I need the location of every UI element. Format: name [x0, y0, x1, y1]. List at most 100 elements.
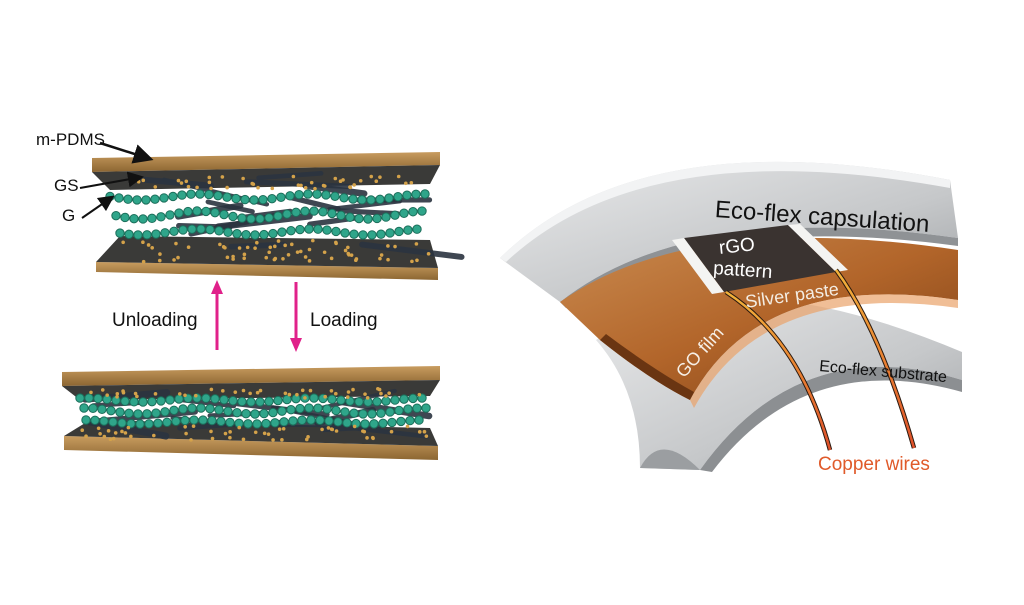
- particle: [365, 436, 369, 440]
- particle: [353, 425, 357, 429]
- graphene-bead: [340, 194, 348, 202]
- graphene-bead: [325, 417, 333, 425]
- particle: [361, 429, 365, 433]
- particle: [387, 391, 391, 395]
- particle: [310, 181, 314, 185]
- graphene-bead: [112, 211, 120, 219]
- particle: [404, 181, 408, 185]
- particle: [380, 253, 384, 257]
- particle: [281, 257, 285, 261]
- particle: [425, 434, 429, 438]
- unloading-arrow: [211, 280, 223, 350]
- graphene-bead: [253, 420, 261, 428]
- particle: [284, 391, 288, 395]
- particle: [209, 187, 213, 191]
- particle: [386, 244, 390, 248]
- graphene-bead: [211, 395, 219, 403]
- particle: [209, 430, 213, 434]
- graphene-bead: [115, 194, 123, 202]
- particle: [225, 186, 229, 190]
- graphene-bead: [193, 207, 201, 215]
- graphene-bead: [403, 191, 411, 199]
- gs-label: GS: [54, 176, 79, 196]
- graphene-bead: [332, 406, 340, 414]
- particle: [308, 259, 312, 263]
- graphene-bead: [391, 396, 399, 404]
- particle: [228, 436, 232, 440]
- graphene-bead: [400, 209, 408, 217]
- particle: [221, 389, 225, 393]
- particle: [109, 437, 113, 441]
- particle: [256, 186, 260, 190]
- graphene-bead: [163, 418, 171, 426]
- graphene-bead: [262, 419, 270, 427]
- graphene-bead: [400, 395, 408, 403]
- graphene-bead: [133, 196, 141, 204]
- graphene-bead: [298, 416, 306, 424]
- particle: [231, 257, 235, 261]
- particle: [270, 187, 274, 191]
- graphene-bead: [379, 419, 387, 427]
- particle: [334, 392, 338, 396]
- graphene-bead: [337, 211, 345, 219]
- graphene-bead: [355, 214, 363, 222]
- particle: [210, 388, 214, 392]
- graphene-bead: [202, 394, 210, 402]
- graphene-bead: [268, 194, 276, 202]
- particle: [393, 245, 397, 249]
- graphene-bead: [292, 208, 300, 216]
- particle: [254, 431, 258, 435]
- graphene-bead: [395, 227, 403, 235]
- graphene-bead: [130, 398, 138, 406]
- particle: [255, 241, 259, 245]
- graphene-bead: [334, 418, 342, 426]
- particle: [352, 183, 356, 187]
- graphene-bead: [346, 213, 354, 221]
- particle: [153, 185, 157, 189]
- graphene-bead: [220, 210, 228, 218]
- particle: [346, 246, 350, 250]
- graphene-bead: [265, 397, 273, 405]
- graphene-bead: [184, 207, 192, 215]
- graphene-bead: [305, 404, 313, 412]
- particle: [351, 388, 355, 392]
- graphene-bead: [359, 231, 367, 239]
- graphene-bead: [166, 211, 174, 219]
- graphene-bead: [359, 410, 367, 418]
- graphene-bead: [197, 404, 205, 412]
- particle: [129, 435, 133, 439]
- graphene-bead: [124, 195, 132, 203]
- particle: [211, 437, 215, 441]
- graphene-bead: [121, 213, 129, 221]
- particle: [305, 438, 309, 442]
- particle: [242, 389, 246, 393]
- graphene-bead: [412, 190, 420, 198]
- graphene-bead: [350, 230, 358, 238]
- graphene-bead: [196, 190, 204, 198]
- particle: [218, 243, 222, 247]
- graphene-bead: [145, 420, 153, 428]
- particle: [415, 242, 419, 246]
- particle: [141, 179, 145, 183]
- particle: [369, 175, 373, 179]
- loading-label: Loading: [310, 310, 378, 332]
- graphene-bead: [76, 394, 84, 402]
- particle: [322, 184, 326, 188]
- particle: [246, 246, 250, 250]
- graphene-bead: [80, 404, 88, 412]
- particle: [374, 179, 378, 183]
- graphene-bead: [154, 419, 162, 427]
- particle: [141, 240, 145, 244]
- graphene-bead: [377, 409, 385, 417]
- graphene-bead: [269, 408, 277, 416]
- graphene-bead: [323, 226, 331, 234]
- particle: [150, 246, 154, 250]
- graphene-bead: [283, 395, 291, 403]
- graphene-bead: [233, 229, 241, 237]
- particle: [423, 430, 427, 434]
- particle: [124, 431, 128, 435]
- particle: [359, 179, 363, 183]
- particle: [327, 426, 331, 430]
- graphene-bead: [350, 409, 358, 417]
